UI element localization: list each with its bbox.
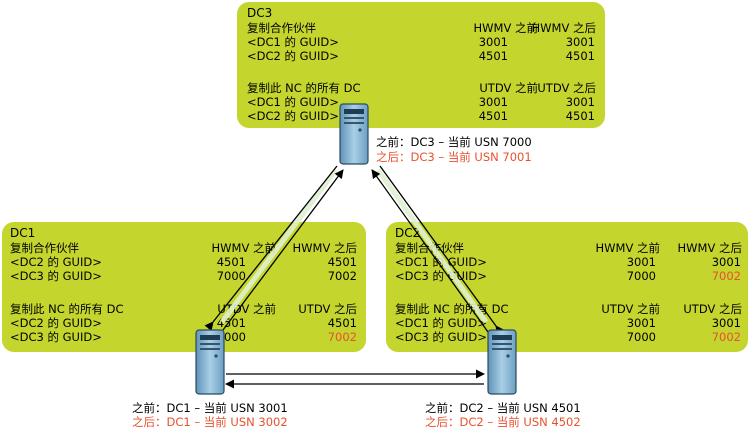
dc2-partner-row-2-after: 7002 [712,269,741,283]
dc2-box [386,222,748,352]
dc1-usn-before: 之前：DC1 – 当前 USN 3001 [132,401,288,415]
dc1-partner-row-1-name: <DC2 的 GUID> [10,255,102,269]
dc1-usn-after: 之后：DC1 – 当前 USN 3002 [132,415,288,429]
dc3-partner-row-1-before: 3001 [479,35,508,49]
dc1-hwmv-before-header: HWMV 之前 [212,241,276,255]
dc2-utdv-row-1-after: 3001 [712,316,741,330]
dc2-utdv-row-1-name: <DC1 的 GUID> [395,316,487,330]
dc2-hwmv-after-header: HWMV 之后 [678,241,742,255]
dc2-utdv-after-header: UTDV 之后 [683,302,742,316]
dc3-utdv-row-1-after: 3001 [566,95,595,109]
arrow-dc1-to-dc3 [222,169,344,331]
dc3-utdv-before-header: UTDV 之前 [479,81,538,95]
dc2-usn-before: 之前：DC2 – 当前 USN 4501 [425,401,581,415]
dc2-partners-label: 复制合作伙伴 [395,241,464,255]
glow-dc2-dc3 [375,168,489,324]
glow-dc1-dc3 [220,168,338,324]
dc3-partner-row-1-name: <DC1 的 GUID> [247,35,339,49]
dc3-partner-row-1-after: 3001 [566,35,595,49]
replication-links [204,165,505,389]
dc3-hwmv-after-header: HWMV 之后 [532,21,596,35]
dc2-utdv-row-2-after: 7002 [712,330,741,344]
dc1-server-icon [195,329,225,395]
dc1-utdv-row-1-after: 4501 [328,316,357,330]
arrow-dc3-to-dc1 [204,165,338,332]
arrow-dc2-to-dc3 [371,169,489,333]
dc3-utdv-row-1-name: <DC1 的 GUID> [247,95,339,109]
dc3-usn-before: 之前：DC3 – 当前 USN 7000 [376,135,532,149]
dc2-hwmv-before-header: HWMV 之前 [596,241,660,255]
dc2-utdv-before-header: UTDV 之前 [601,302,660,316]
dc1-partner-row-2-name: <DC3 的 GUID> [10,269,102,283]
dc3-hwmv-before-header: HWMV 之前 [474,21,538,35]
dc1-partner-row-2-before: 7000 [217,269,246,283]
dc2-utdv-row-1-before: 3001 [627,316,656,330]
dc2-panel: DC2 复制合作伙伴 HWMV 之前 HWMV 之后 <DC1 的 GUID> … [386,222,748,352]
dc3-partner-row-2-after: 4501 [566,49,595,63]
dc3-title: DC3 [247,6,272,20]
dc1-title: DC1 [10,226,35,240]
dc3-utdv-row-1-before: 3001 [479,95,508,109]
dc3-usn-after: 之后：DC3 – 当前 USN 7001 [376,150,532,164]
dc3-all-dc-label: 复制此 NC 的所有 DC [247,81,360,95]
dc3-panel: DC3 复制合作伙伴 HWMV 之前 HWMV 之后 <DC1 的 GUID> … [237,2,605,128]
dc1-panel: DC1 复制合作伙伴 HWMV 之前 HWMV 之后 <DC2 的 GUID> … [2,222,366,352]
dc1-partners-label: 复制合作伙伴 [10,241,79,255]
dc1-utdv-row-2-name: <DC3 的 GUID> [10,330,102,344]
dc1-utdv-row-1-name: <DC2 的 GUID> [10,316,102,330]
dc2-partner-row-1-before: 3001 [627,255,656,269]
dc3-box [237,2,605,128]
dc3-server-icon [339,103,369,165]
dc2-server-icon [487,329,517,395]
dc1-partner-row-1-before: 4501 [217,255,246,269]
dc3-utdv-row-2-name: <DC2 的 GUID> [247,109,339,123]
dc3-utdv-row-2-before: 4501 [479,109,508,123]
dc1-partner-row-1-after: 4501 [328,255,357,269]
arrow-dc3-to-dc2 [379,165,505,336]
dc3-partners-label: 复制合作伙伴 [247,21,316,35]
dc1-all-dc-label: 复制此 NC 的所有 DC [10,302,123,316]
dc3-partner-row-2-name: <DC2 的 GUID> [247,49,339,63]
dc2-utdv-row-2-name: <DC3 的 GUID> [395,330,487,344]
dc1-utdv-row-2-after: 7002 [328,330,357,344]
dc1-utdv-after-header: UTDV 之后 [298,302,357,316]
dc3-utdv-row-2-after: 4501 [566,109,595,123]
dc1-partner-row-2-after: 7002 [328,269,357,283]
dc1-hwmv-after-header: HWMV 之后 [293,241,357,255]
dc3-utdv-after-header: UTDV 之后 [537,81,596,95]
dc2-partner-row-1-after: 3001 [712,255,741,269]
dc3-partner-row-2-before: 4501 [479,49,508,63]
dc2-partner-row-2-name: <DC3 的 GUID> [395,269,487,283]
dc2-utdv-row-2-before: 7000 [627,330,656,344]
dc2-partner-row-2-before: 7000 [627,269,656,283]
dc2-all-dc-label: 复制此 NC 的所有 DC [395,302,508,316]
dc2-usn-after: 之后：DC2 – 当前 USN 4502 [425,415,581,429]
